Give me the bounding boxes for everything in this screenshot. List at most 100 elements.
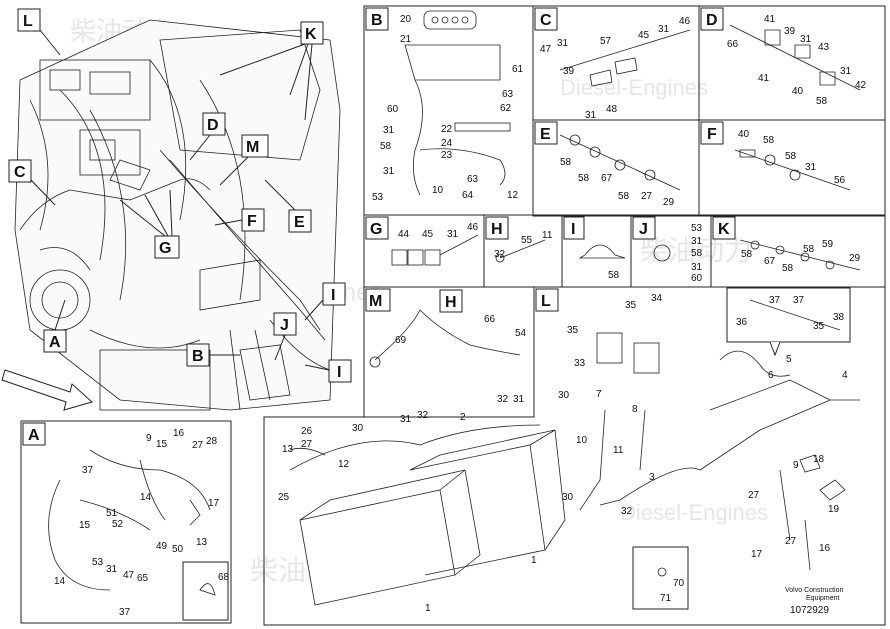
box-letter-M: M [365,288,391,312]
part-number: 27 [785,536,797,547]
part-number: 58 [618,191,630,202]
callout-label: E [294,214,305,231]
part-number: 46 [467,222,479,233]
box-letter-G: G [365,216,389,240]
part-number: 31 [383,125,395,136]
part-number: 31 [513,394,525,405]
part-number: 32 [494,249,506,260]
part-number: 19 [828,504,840,515]
part-labels-H: 32 55 11 [494,230,553,260]
part-number: 45 [422,229,434,240]
part-number: 17 [208,498,220,509]
callout-A: A [43,299,67,353]
part-number: 11 [613,445,624,456]
part-number: 15 [79,520,91,531]
sub-callout-H [439,289,463,313]
part-number: 60 [691,273,703,284]
watermark-en: Diesel-Engines [560,75,708,100]
part-number: 21 [400,34,412,45]
callout-M: M [219,134,269,186]
part-number: 27 [301,439,313,450]
part-number: 31 [400,414,412,425]
part-number: 44 [398,229,410,240]
part-number: 47 [540,44,552,55]
callout-D: D [189,112,226,161]
part-number: 48 [606,104,618,115]
part-number: 33 [574,358,586,369]
box-letter-H: H [485,216,509,240]
part-number: 25 [278,492,290,503]
part-number: 31 [585,110,597,121]
part-number: 31 [658,24,670,35]
part-number: 17 [751,549,763,560]
callout-I-lower: I [304,359,352,383]
part-number: 30 [562,492,574,503]
part-number: 32 [621,506,633,517]
callout-I-upper: I [304,282,346,321]
box-letter-text: E [540,126,551,143]
part-number: 23 [441,150,453,161]
part-number: 5 [786,354,792,365]
part-number: 9 [146,433,152,444]
part-labels-L: 35 34 33 35 7 8 10 11 37 37 36 38 35 5 6… [562,293,848,604]
part-number: 63 [502,89,514,100]
part-number: 55 [521,235,533,246]
part-number: 10 [432,185,444,196]
part-number: 42 [855,80,867,91]
callout-label: I [331,287,335,304]
part-number: 65 [137,573,149,584]
part-number: 4 [842,370,848,381]
box-letter-text: C [540,12,552,29]
part-number: 34 [651,293,663,304]
box-letter-text: K [718,221,730,238]
part-number: 63 [467,174,479,185]
callout-F: F [214,208,265,232]
part-number: 66 [727,39,739,50]
part-number: 40 [738,129,750,140]
part-number: 15 [156,439,168,450]
part-number: 58 [608,270,620,281]
box-letter-A: A [22,422,46,446]
callout-G: G [119,189,180,259]
part-number: 39 [784,26,796,37]
part-number: 31 [383,166,395,177]
part-number: 10 [576,435,588,446]
callout-label: G [159,240,171,257]
part-number: 38 [833,312,845,323]
part-number: 35 [625,300,637,311]
part-number: 31 [805,162,817,173]
part-number: 53 [372,192,384,203]
part-number: 27 [192,440,204,451]
part-number: 60 [387,104,399,115]
part-number: 46 [679,16,691,27]
part-number: 37 [793,295,805,306]
part-number: 36 [736,317,748,328]
part-number: 9 [793,460,799,471]
part-number: 58 [691,248,703,259]
part-labels-D: 66 41 39 31 43 41 40 31 42 58 [727,14,867,107]
callout-label: I [337,364,341,381]
part-number: 37 [82,465,94,476]
part-number: 62 [500,103,512,114]
part-number: 64 [462,190,474,201]
part-number: 45 [638,30,650,41]
part-number: 49 [156,541,168,552]
part-number: 41 [758,73,770,84]
part-number: 35 [567,325,579,336]
part-labels-K: 58 67 58 58 59 29 [741,239,861,274]
part-number: 27 [641,191,653,202]
part-number: 14 [140,492,152,503]
part-number: 8 [632,404,638,415]
part-number: 2 [460,412,466,423]
part-labels-M: H 69 66 54 [395,289,527,346]
part-number: 18 [813,454,825,465]
part-number: 31 [447,229,459,240]
part-number: 31 [800,34,812,45]
part-number: 1 [531,555,537,566]
callout-label: L [23,13,33,30]
part-number: 58 [560,157,572,168]
box-letter-text: H [491,221,503,238]
part-labels-G: 44 45 31 46 [398,222,479,240]
